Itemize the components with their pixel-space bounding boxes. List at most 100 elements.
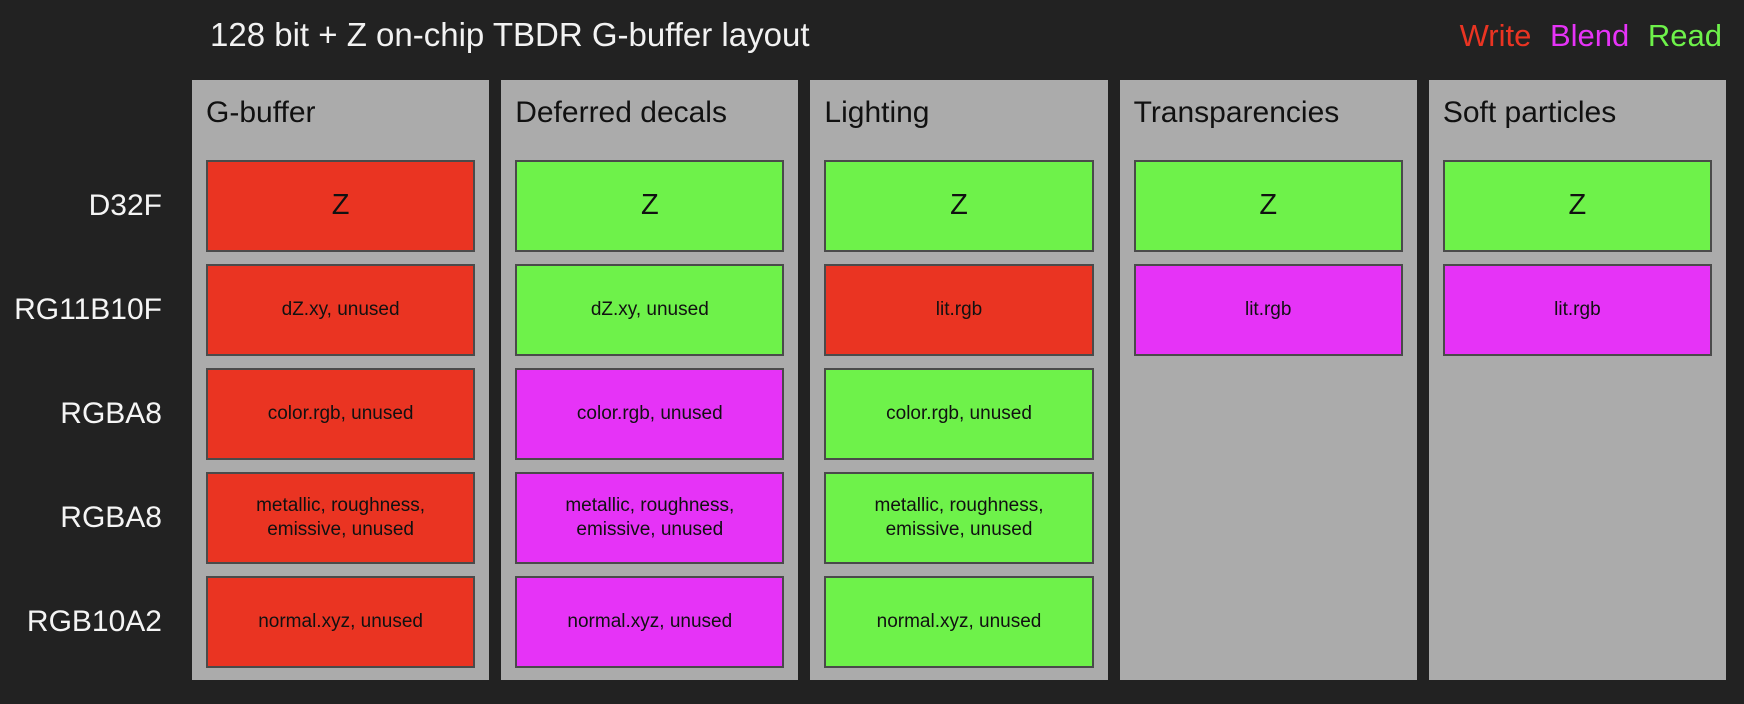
cell-text: metallic, roughness,emissive, unused bbox=[565, 494, 734, 543]
cell-slot: normal.xyz, unused bbox=[501, 576, 798, 668]
cell-slot: Z bbox=[192, 160, 489, 252]
cell-write: lit.rgb bbox=[824, 264, 1094, 356]
row-label: RGBA8 bbox=[60, 397, 162, 430]
cell-text-line: emissive, unused bbox=[267, 519, 414, 540]
cell-text-line: Z bbox=[1568, 189, 1587, 222]
cell-slot: metallic, roughness, emissive, unused bbox=[810, 472, 1107, 564]
legend-item-read: Read bbox=[1647, 18, 1722, 53]
cell-slot: lit.rgb bbox=[810, 264, 1107, 356]
cell-text: Z bbox=[950, 187, 968, 224]
cell-empty bbox=[1134, 472, 1403, 564]
cell-text-line: normal.xyz, unused bbox=[876, 610, 1042, 632]
cell-empty bbox=[1443, 368, 1712, 460]
cell-slot: Z bbox=[810, 160, 1107, 252]
cell-read: Z bbox=[1442, 160, 1713, 252]
cell-text: lit.rgb bbox=[1245, 298, 1291, 322]
cell-blend: normal.xyz, unused bbox=[515, 576, 785, 668]
cell-text-line: lit.rgb bbox=[1554, 298, 1601, 320]
cell-read: dZ.xy, unused bbox=[515, 264, 785, 356]
cell-text-line: metallic, roughness, bbox=[256, 494, 426, 516]
cell-text-line: color.rgb, unused bbox=[886, 402, 1032, 424]
cell-text-line: lit.rgb bbox=[935, 298, 983, 320]
legend-item-write: Write bbox=[1459, 18, 1532, 53]
cell-text-line: lit.rgb bbox=[1244, 298, 1292, 320]
cell-slot: lit.rgb bbox=[1429, 264, 1726, 356]
cell-read: color.rgb, unused bbox=[824, 368, 1094, 460]
cell-slot bbox=[1429, 472, 1726, 564]
cell-text-line: normal.xyz, unused bbox=[258, 610, 423, 632]
cell-blend: lit.rgb bbox=[1133, 264, 1403, 356]
cell-write: color.rgb, unused bbox=[206, 368, 476, 460]
cell-text: lit.rgb bbox=[1554, 298, 1600, 322]
panel-title: G-buffer bbox=[206, 96, 316, 129]
cell-text: color.rgb, unused bbox=[577, 402, 723, 426]
cell-slot: metallic, roughness,emissive, unused bbox=[501, 472, 798, 564]
cell-text-line: Z bbox=[950, 189, 968, 222]
cell-slot: metallic, roughness, emissive, unused bbox=[192, 472, 489, 564]
cell-text: normal.xyz, unused bbox=[877, 610, 1042, 634]
row-label: RG11B10F bbox=[14, 293, 162, 326]
cell-read: normal.xyz, unused bbox=[824, 576, 1094, 668]
cell-text-line: Z bbox=[331, 189, 350, 222]
cell-text: lit.rgb bbox=[936, 298, 982, 322]
cell-text-line: metallic, roughness, bbox=[565, 494, 735, 516]
cell-slot bbox=[1429, 576, 1726, 668]
cell-slot bbox=[1120, 368, 1417, 460]
cell-empty bbox=[1443, 472, 1712, 564]
cell-slot: normal.xyz, unused bbox=[192, 576, 489, 668]
cell-slot: normal.xyz, unused bbox=[810, 576, 1107, 668]
cell-text-line: Z bbox=[640, 189, 659, 222]
cell-read: Z bbox=[824, 160, 1094, 252]
cell-empty bbox=[1443, 576, 1712, 668]
cell-text: Z bbox=[332, 187, 350, 224]
cell-write: dZ.xy, unused bbox=[206, 264, 476, 356]
diagram-header: 128 bit + Z on-chip TBDR G-buffer layout… bbox=[0, 0, 1744, 72]
panel-title: Transparencies bbox=[1133, 96, 1340, 129]
row-label: RGB10A2 bbox=[26, 605, 162, 638]
cell-empty bbox=[1134, 368, 1403, 460]
cell-text: normal.xyz, unused bbox=[567, 610, 732, 634]
panel-title: Soft particles bbox=[1442, 96, 1617, 129]
legend: Write Blend Read bbox=[1460, 18, 1722, 54]
cell-slot: dZ.xy, unused bbox=[192, 264, 489, 356]
cell-empty bbox=[1134, 576, 1403, 668]
cell-slot: Z bbox=[1120, 160, 1417, 252]
panel-title: Deferred decals bbox=[515, 96, 727, 129]
cell-slot bbox=[1120, 576, 1417, 668]
cell-text: dZ.xy, unused bbox=[591, 298, 709, 322]
cell-write: Z bbox=[206, 160, 476, 252]
cell-text-line: dZ.xy, unused bbox=[590, 298, 709, 320]
cell-write: metallic, roughness, emissive, unused bbox=[206, 472, 476, 564]
cell-text: Z bbox=[641, 187, 659, 224]
cell-slot: lit.rgb bbox=[1120, 264, 1417, 356]
cell-read: Z bbox=[1133, 160, 1403, 252]
cell-slot bbox=[1429, 368, 1726, 460]
cell-read: metallic, roughness, emissive, unused bbox=[824, 472, 1094, 564]
cell-blend: metallic, roughness,emissive, unused bbox=[515, 472, 785, 564]
cell-text-line: color.rgb, unused bbox=[576, 402, 723, 424]
cell-text: normal.xyz, unused bbox=[258, 610, 423, 634]
cell-text-line: color.rgb, unused bbox=[267, 402, 414, 424]
cell-slot: Z bbox=[501, 160, 798, 252]
cell-read: Z bbox=[515, 160, 785, 252]
row-label: RGBA8 bbox=[60, 501, 162, 534]
cell-text-line: normal.xyz, unused bbox=[567, 610, 733, 632]
cell-text-line: metallic, roughness, bbox=[874, 494, 1044, 516]
cell-blend: color.rgb, unused bbox=[515, 368, 785, 460]
cell-slot: color.rgb, unused bbox=[192, 368, 489, 460]
cell-text-line: dZ.xy, unused bbox=[281, 298, 400, 320]
panel-title: Lighting bbox=[824, 96, 930, 129]
legend-item-blend: Blend bbox=[1549, 18, 1630, 53]
cell-text-line: emissive, unused bbox=[885, 519, 1033, 540]
page-title: 128 bit + Z on-chip TBDR G-buffer layout bbox=[210, 16, 810, 53]
